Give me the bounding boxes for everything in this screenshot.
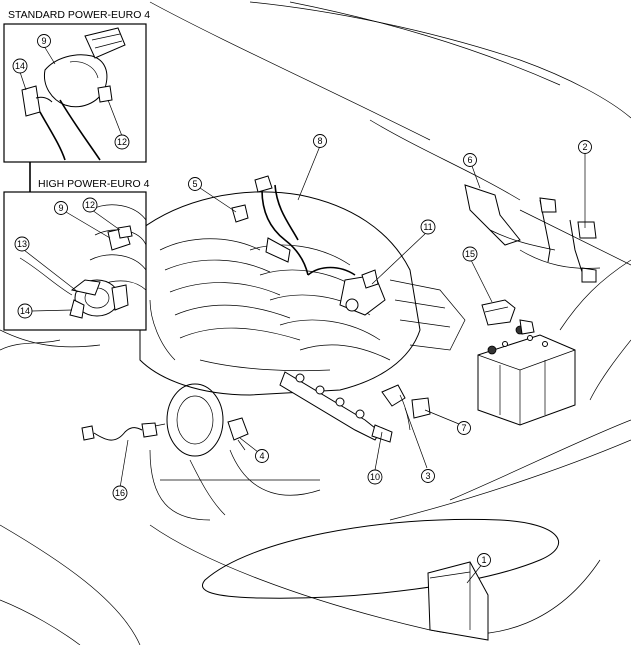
callout-11: 11 [420, 219, 436, 235]
inset-standard-title: STANDARD POWER-EURO 4 [8, 9, 150, 21]
inset-high-power: HIGH POWER-EURO 4 9 12 13 14 [3, 178, 150, 331]
callout-16: 16 [112, 485, 128, 501]
battery [477, 319, 576, 426]
svg-text:1: 1 [481, 555, 486, 565]
fuel-rail [279, 371, 393, 443]
front-grille-oval [202, 518, 560, 599]
inset-high-title: HIGH POWER-EURO 4 [38, 178, 150, 190]
hose-8 [254, 175, 309, 276]
svg-text:12: 12 [117, 137, 127, 147]
throttle-body [307, 266, 386, 316]
svg-text:6: 6 [467, 155, 472, 165]
callout-10: 10 [367, 469, 383, 485]
callout-7: 7 [457, 421, 471, 435]
svg-text:7: 7 [461, 423, 466, 433]
svg-text:16: 16 [115, 488, 125, 498]
inset-standard-power: STANDARD POWER-EURO 4 9 14 12 [3, 9, 150, 163]
svg-text:4: 4 [259, 451, 264, 461]
callout-2: 2 [578, 140, 592, 154]
svg-text:15: 15 [465, 249, 475, 259]
svg-text:14: 14 [20, 306, 30, 316]
svg-text:8: 8 [317, 136, 322, 146]
ecu-box [427, 561, 489, 641]
sensor-5 [231, 204, 249, 223]
svg-text:5: 5 [192, 179, 197, 189]
sensor-3-and-7 [381, 384, 431, 431]
callout-8: 8 [313, 134, 327, 148]
svg-text:11: 11 [423, 222, 432, 232]
fan-pulley [149, 383, 321, 521]
sensor-15 [481, 299, 516, 326]
svg-text:14: 14 [15, 61, 25, 71]
svg-text:9: 9 [41, 36, 46, 46]
svg-text:3: 3 [425, 471, 430, 481]
callout-5: 5 [188, 177, 202, 191]
svg-text:12: 12 [85, 200, 95, 210]
callout-4: 4 [255, 449, 269, 463]
right-side-components [464, 184, 601, 283]
callout-15: 15 [462, 246, 478, 262]
callout-leaders [119, 145, 586, 584]
svg-text:9: 9 [58, 203, 63, 213]
engine-intake-manifold [139, 191, 466, 396]
oxygen-sensor-16 [81, 422, 166, 441]
svg-text:10: 10 [370, 472, 380, 482]
svg-text:13: 13 [17, 239, 27, 249]
sensor-4 [227, 417, 249, 451]
callout-6: 6 [463, 153, 477, 167]
callout-1: 1 [477, 553, 491, 567]
svg-text:2: 2 [582, 142, 587, 152]
callout-3: 3 [421, 469, 435, 483]
